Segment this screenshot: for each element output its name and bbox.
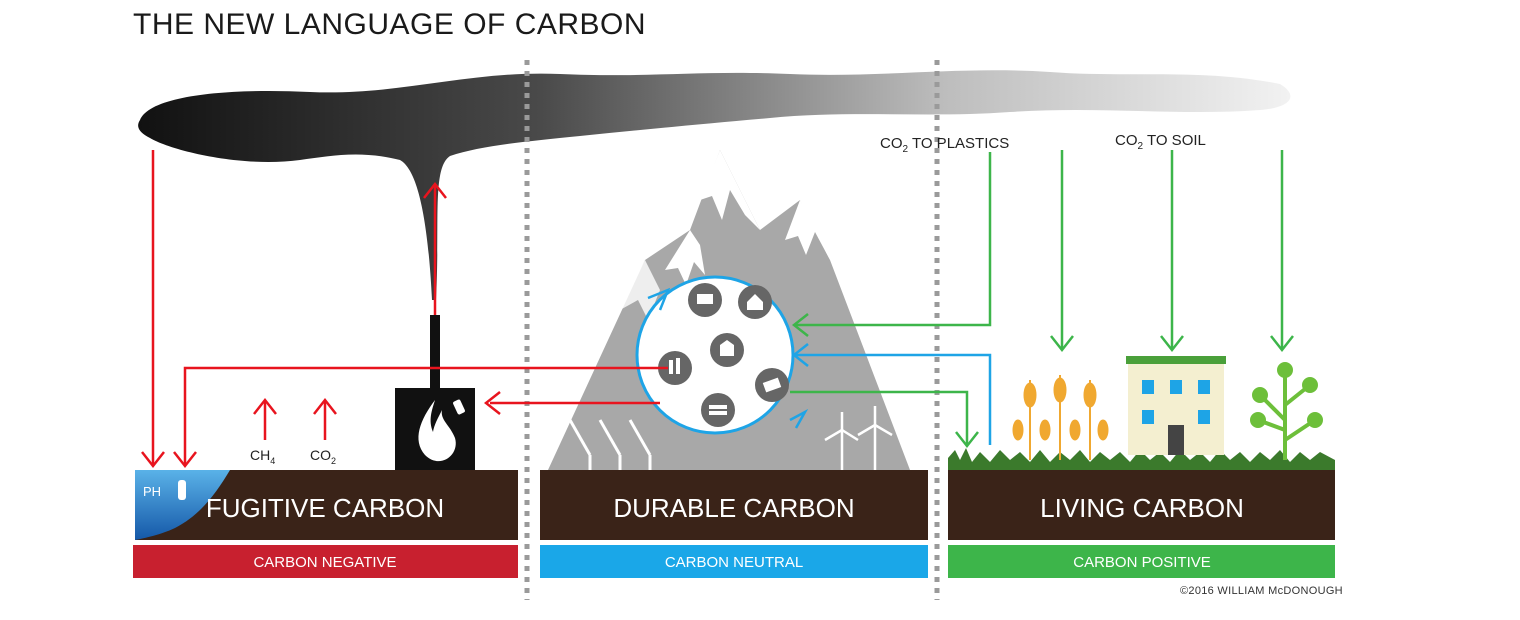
panel-title-living: LIVING CARBON: [1040, 493, 1244, 523]
co2-to-soil-label: CO2 TO SOIL: [1115, 132, 1206, 152]
band-label-negative: CARBON NEGATIVE: [253, 554, 396, 571]
bottle-icon: [178, 480, 186, 500]
ch4-label: CH4: [250, 447, 275, 466]
products-circle: [637, 277, 793, 433]
wheat-icon: [1013, 375, 1108, 460]
band-label-positive: CARBON POSITIVE: [1073, 554, 1211, 571]
copyright-text: ©2016 WILLIAM McDONOUGH: [1180, 585, 1343, 597]
factory-icon: [395, 315, 475, 470]
panel-title-durable: DURABLE CARBON: [613, 493, 854, 523]
co2-emission-label: CO2: [310, 447, 336, 466]
ph-label: PH: [143, 484, 161, 499]
building-icon: [1126, 356, 1226, 455]
band-label-neutral: CARBON NEUTRAL: [665, 554, 803, 571]
panel-title-fugitive: FUGITIVE CARBON: [206, 493, 444, 523]
tree-icon: [1252, 364, 1321, 460]
lumber-icon: [701, 393, 735, 427]
